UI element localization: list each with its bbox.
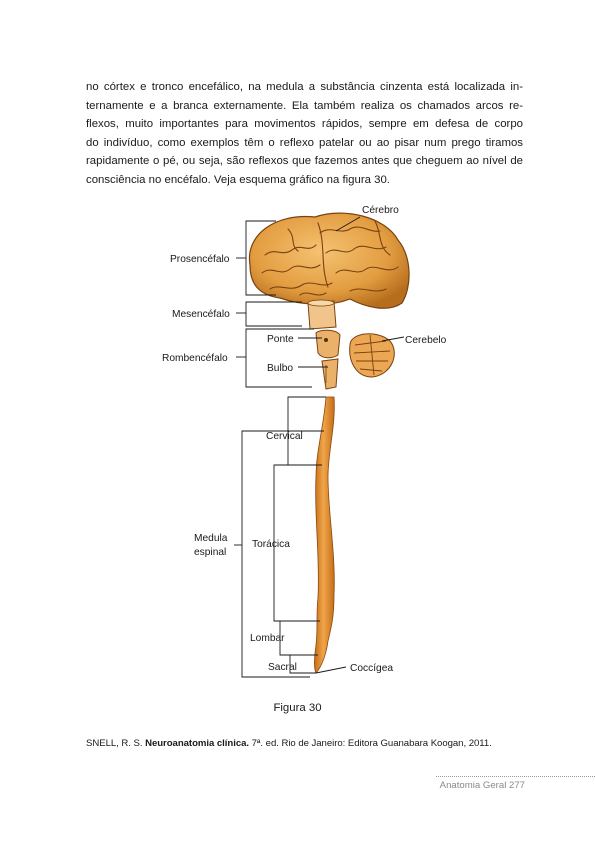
midbrain-illustration — [307, 299, 337, 330]
body-line: consciência no encéfalo. Veja esquema gr… — [86, 173, 390, 186]
pons-illustration — [315, 329, 341, 359]
label-sacral: Sacral — [268, 662, 297, 673]
label-coccigea: Coccígea — [350, 663, 393, 674]
body-line: ternamente e a branca externamente. Ela … — [86, 99, 523, 112]
reference-author: SNELL, R. S. — [86, 738, 143, 749]
label-cervical: Cervical — [266, 431, 303, 442]
reference-title: Neuroanatomia clínica. — [145, 738, 250, 749]
footer-divider — [436, 776, 595, 777]
body-line: no córtex e tronco encefálico, na medula… — [86, 81, 523, 93]
cerebrum-illustration — [248, 212, 410, 309]
label-cerebro: Cérebro — [362, 205, 399, 216]
figure-caption: Figura 30 — [273, 702, 322, 714]
cerebellum-illustration — [349, 333, 395, 378]
spinal-cord-illustration — [314, 396, 335, 674]
nervous-system-diagram: Cérebro Prosencéfalo Mesencéfalo Ponte C… — [162, 205, 447, 678]
label-ponte: Ponte — [267, 334, 294, 345]
body-line: flexos, muito importantes para movimento… — [86, 118, 523, 131]
body-paragraph: no córtex e tronco encefálico, na medula… — [86, 78, 523, 190]
label-medula-line2: espinal — [194, 547, 226, 558]
medulla-oblongata-illustration — [321, 358, 339, 390]
body-line: rapidamente o pé, ou seja, são reflexos … — [86, 155, 523, 168]
label-mesencefalo: Mesencéfalo — [172, 309, 230, 320]
bracket-lines — [234, 216, 405, 678]
reference-details: 7ª. ed. Rio de Janeiro: Editora Guanabar… — [251, 738, 492, 749]
label-lombar: Lombar — [250, 633, 285, 644]
page-footer: Anatomia Geral 277 — [439, 780, 525, 791]
label-cerebelo: Cerebelo — [405, 335, 447, 346]
label-prosencefalo: Prosencéfalo — [170, 254, 230, 265]
body-line: do indivíduo, como exemplos têm o reflex… — [86, 136, 523, 149]
bibliographic-reference: SNELL, R. S. Neuroanatomia clínica. 7ª. … — [86, 738, 492, 749]
label-rombencefalo: Rombencéfalo — [162, 353, 228, 364]
label-medula-line1: Medula — [194, 533, 228, 544]
label-bulbo: Bulbo — [267, 363, 293, 374]
label-toracica: Torácica — [252, 539, 290, 550]
